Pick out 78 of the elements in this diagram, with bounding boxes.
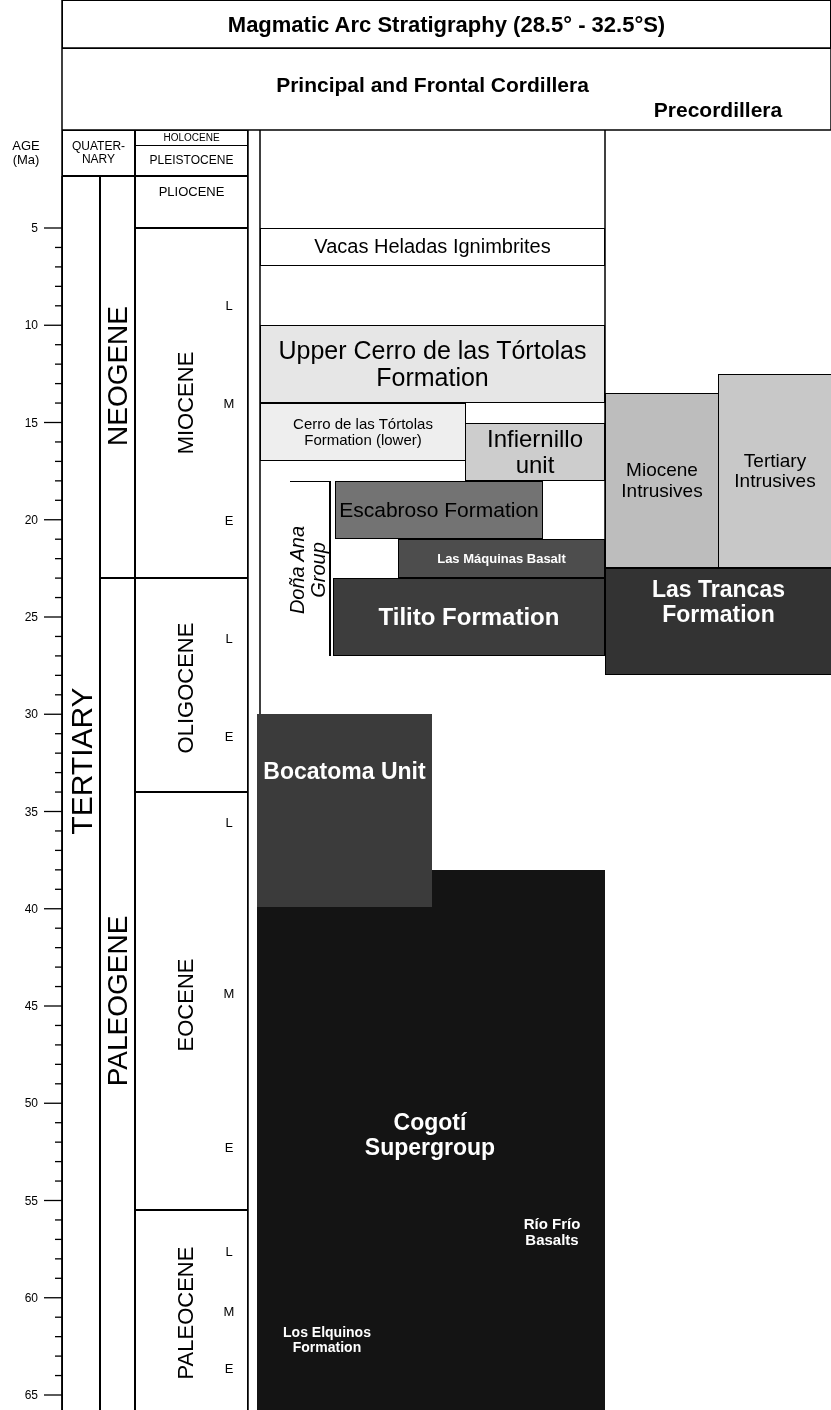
formation-box	[605, 568, 831, 676]
tick-label: 35	[23, 805, 38, 818]
unit-name: Miocene Intrusives	[620, 460, 704, 502]
unit-name: Doña Ana Group	[287, 524, 329, 616]
supergroup-block	[257, 869, 605, 1410]
unit-name: HOLOCENE	[163, 132, 220, 144]
tick-label: 45	[23, 999, 38, 1013]
epoch-column	[135, 792, 248, 1211]
unit-name: OLIGOCENE	[173, 622, 199, 754]
unit-name: Upper Cerro de las Tórtolas Formation	[277, 337, 588, 392]
epoch-cell	[135, 145, 248, 176]
subdivision-label: M	[222, 1305, 236, 1319]
unit-name: Tilito Formation	[378, 604, 560, 630]
unit-name: TERTIARY	[65, 687, 99, 835]
unit-name: EOCENE	[173, 958, 199, 1052]
epoch-cell	[135, 176, 248, 228]
formation-box	[260, 228, 605, 266]
subdivision-label: M	[222, 397, 236, 411]
tick-label: 50	[23, 1096, 38, 1110]
intrusive-box	[605, 393, 719, 569]
sub-unit-name: Los Elquinos Formation	[282, 1324, 372, 1355]
tick-label: 20	[23, 513, 38, 527]
formation-box	[398, 539, 605, 579]
unit-name: Las Trancas Formation	[651, 577, 786, 627]
period-cell	[62, 130, 135, 176]
formation-box	[260, 325, 605, 404]
epoch-column	[135, 228, 248, 579]
unit-name: QUATER- NARY	[70, 140, 127, 166]
subdivision-label: E	[223, 730, 235, 744]
tick-label: 5	[30, 221, 38, 235]
subdivision-label: L	[224, 299, 234, 313]
unit-name: Vacas Heladas Ignimbrites	[314, 236, 551, 258]
unit-name: NEOGENE	[102, 306, 134, 446]
group-bracket	[290, 480, 331, 656]
subdivision-label: L	[224, 632, 234, 646]
tick-label: 30	[23, 707, 38, 721]
subdivision-label: E	[223, 1141, 235, 1155]
unit-name: Escabroso Formation	[339, 498, 539, 522]
unit-box	[257, 714, 432, 909]
unit-name: Cogotí Supergroup	[363, 1110, 497, 1160]
unit-name: Cerro de las Tórtolas Formation (lower)	[292, 416, 434, 449]
unit-name: MIOCENE	[173, 351, 199, 455]
subdivision-label: E	[223, 1362, 235, 1376]
subdivision-label: L	[224, 816, 234, 830]
epoch-cell	[135, 130, 248, 146]
subdivision-label: M	[222, 987, 236, 1001]
formation-box	[335, 480, 543, 540]
unit-name: Tertiary Intrusives	[733, 450, 817, 492]
tick-label: 60	[23, 1291, 38, 1305]
formation-box	[333, 578, 605, 656]
subdivision-label: E	[223, 514, 235, 528]
subdivision-label: L	[224, 1245, 234, 1259]
unit-name: PLIOCENE	[158, 185, 225, 200]
epoch-column	[135, 1210, 248, 1410]
tick-label: 25	[23, 610, 38, 624]
formation-box	[260, 403, 466, 462]
tick-label: 40	[23, 902, 38, 916]
unit-name: PALEOGENE	[102, 915, 134, 1087]
unit-name: PLEISTOCENE	[149, 154, 234, 167]
chart-title: Magmatic Arc Stratigraphy (28.5° - 32.5°S)	[62, 0, 831, 49]
subperiod-column	[100, 578, 135, 1410]
subperiod-column	[100, 176, 135, 579]
unit-name: Las Máquinas Basalt	[437, 551, 566, 566]
unit-name: Infiernillo unit	[485, 425, 584, 478]
column-heading: Precordillera	[652, 98, 784, 122]
column-heading: Principal and Frontal Cordillera	[275, 73, 590, 97]
tick-label: 10	[23, 318, 38, 332]
formation-box	[465, 422, 605, 481]
tick-label: 15	[23, 416, 38, 429]
sub-unit-name: Río Frío Basalts	[522, 1215, 582, 1249]
tick-label: 65	[23, 1388, 38, 1402]
intrusive-box	[718, 373, 831, 569]
tick-label: 55	[23, 1194, 38, 1207]
period-column	[62, 176, 100, 1410]
unit-name: Bocatoma Unit	[263, 759, 426, 785]
unit-name: PALEOCENE	[173, 1246, 199, 1380]
axis-title: AGE (Ma)	[11, 138, 41, 168]
epoch-column	[135, 578, 248, 793]
